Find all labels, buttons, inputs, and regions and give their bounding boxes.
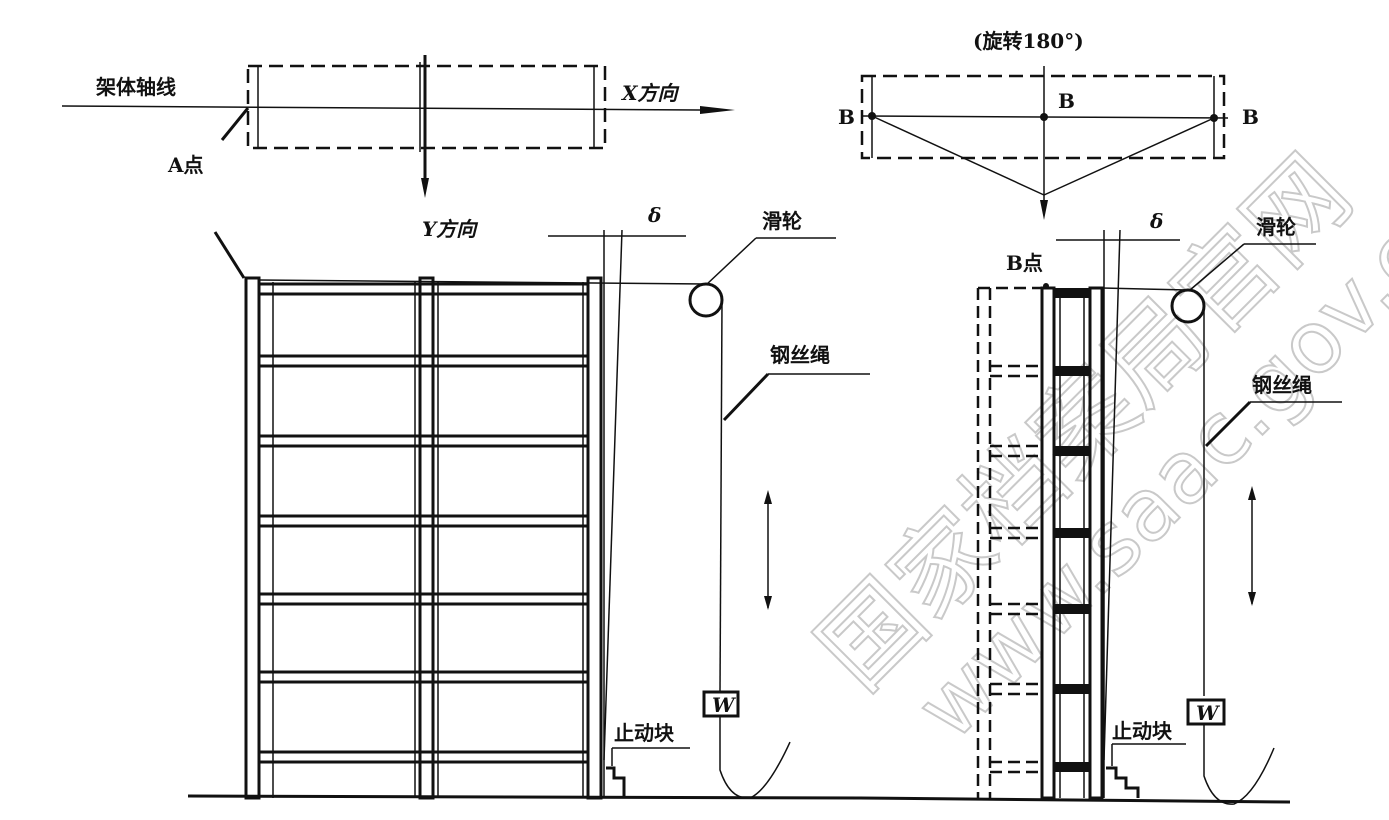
motion-arrow-right-down: [1248, 592, 1256, 606]
plan-view-right: (旋转180°) B B B: [838, 29, 1259, 220]
pulley-leader-left: [705, 237, 757, 286]
rope-leader-right: [1204, 400, 1252, 448]
stop-block-right: [1106, 766, 1140, 798]
side-post-right: [1088, 286, 1104, 800]
shelf: [257, 670, 590, 684]
pulley-right-label: 滑轮: [1256, 215, 1296, 239]
point-a-leader: [220, 107, 250, 141]
rope-leader-left: [722, 372, 770, 422]
frame-axis-label: 架体轴线: [96, 75, 176, 99]
shelf: [257, 514, 590, 528]
side-shelves: [1054, 288, 1090, 772]
ground-line-left: [187, 794, 861, 800]
shelf: [257, 592, 590, 606]
stop-block-left-label: 止动块: [614, 721, 675, 745]
shelves-left: [257, 282, 590, 764]
frame-top-leader: [213, 231, 246, 279]
point-b-dot: [1043, 283, 1049, 289]
shelf: [257, 282, 590, 296]
b-left-label: B: [838, 105, 855, 129]
y-direction-label: Y方向: [422, 217, 478, 241]
shelf: [257, 434, 590, 448]
tilt-deflected-line-right: [1103, 229, 1121, 761]
plan-rect-right-dashed: [860, 74, 1226, 160]
b-center-label: B: [1058, 89, 1075, 113]
shelf: [257, 750, 590, 764]
pulley-left: [688, 282, 724, 318]
x-direction-label: X方向: [620, 81, 680, 105]
ground-line-right: [859, 796, 1291, 804]
side-shelf: [1054, 528, 1090, 538]
side-shelf: [1054, 288, 1090, 298]
pulley-right: [1170, 288, 1206, 324]
b-left-to-center-line: [871, 115, 1045, 196]
pulley-left-label: 滑轮: [762, 209, 802, 233]
motion-arrow-left-up: [764, 490, 772, 504]
stop-block-left: [606, 766, 626, 798]
point-b-label: B点: [1006, 251, 1043, 275]
wire-rope-right-label: 钢丝绳: [1252, 373, 1312, 397]
shelf: [257, 354, 590, 368]
side-shelf: [1054, 762, 1090, 772]
rotated-frame-dashed: [976, 286, 1042, 798]
weight-right-box: [1186, 698, 1226, 726]
top-wire-left: [258, 279, 707, 285]
post-left: [244, 276, 261, 800]
rotate-label: (旋转180°): [973, 29, 1084, 53]
b-center-dot: [1040, 113, 1048, 121]
delta-right-label: δ: [1149, 209, 1163, 233]
x-direction-arrowhead: [700, 106, 735, 114]
rope-right-hanging-curve: [1203, 724, 1275, 805]
delta-left-label: δ: [647, 203, 661, 227]
b-right-dot: [1210, 114, 1218, 122]
weight-right-label: W: [1196, 701, 1221, 725]
y-direction-arrowhead: [421, 178, 429, 198]
weight-left-label: W: [712, 693, 737, 717]
point-a-label: A点: [167, 153, 204, 177]
wire-rope-left-label: 钢丝绳: [770, 343, 830, 367]
side-shelf: [1054, 684, 1090, 694]
tilt-deflected-line: [603, 229, 623, 761]
pulley-leader-right: [1189, 243, 1245, 291]
rope-left-hanging-curve: [719, 716, 791, 799]
rope-left: [719, 301, 723, 693]
plan-view-left: 架体轴线 X方向 A点 Y方向: [61, 55, 735, 241]
side-shelf: [1054, 366, 1090, 376]
side-shelf: [1054, 604, 1090, 614]
b-right-to-center-line: [1043, 117, 1215, 196]
b-center-arrowhead: [1040, 200, 1048, 220]
stop-block-right-label: 止动块: [1112, 719, 1173, 743]
elevation-right: B点 δ 滑轮 钢丝绳 W 止动块: [859, 209, 1342, 805]
weight-left-box: [702, 690, 740, 718]
top-wire-right: [1101, 287, 1189, 291]
b-left-dot: [868, 112, 876, 120]
post-right: [586, 276, 603, 800]
elevation-left: δ 滑轮 钢丝绳 W 止动块: [187, 203, 870, 800]
motion-arrow-right-up: [1248, 486, 1256, 500]
side-shelf: [1054, 446, 1090, 456]
b-right-label: B: [1242, 105, 1259, 129]
motion-arrow-left-down: [764, 596, 772, 610]
watermark: 国家档案局官网 www.saac.gov.cn: [795, 133, 1389, 760]
